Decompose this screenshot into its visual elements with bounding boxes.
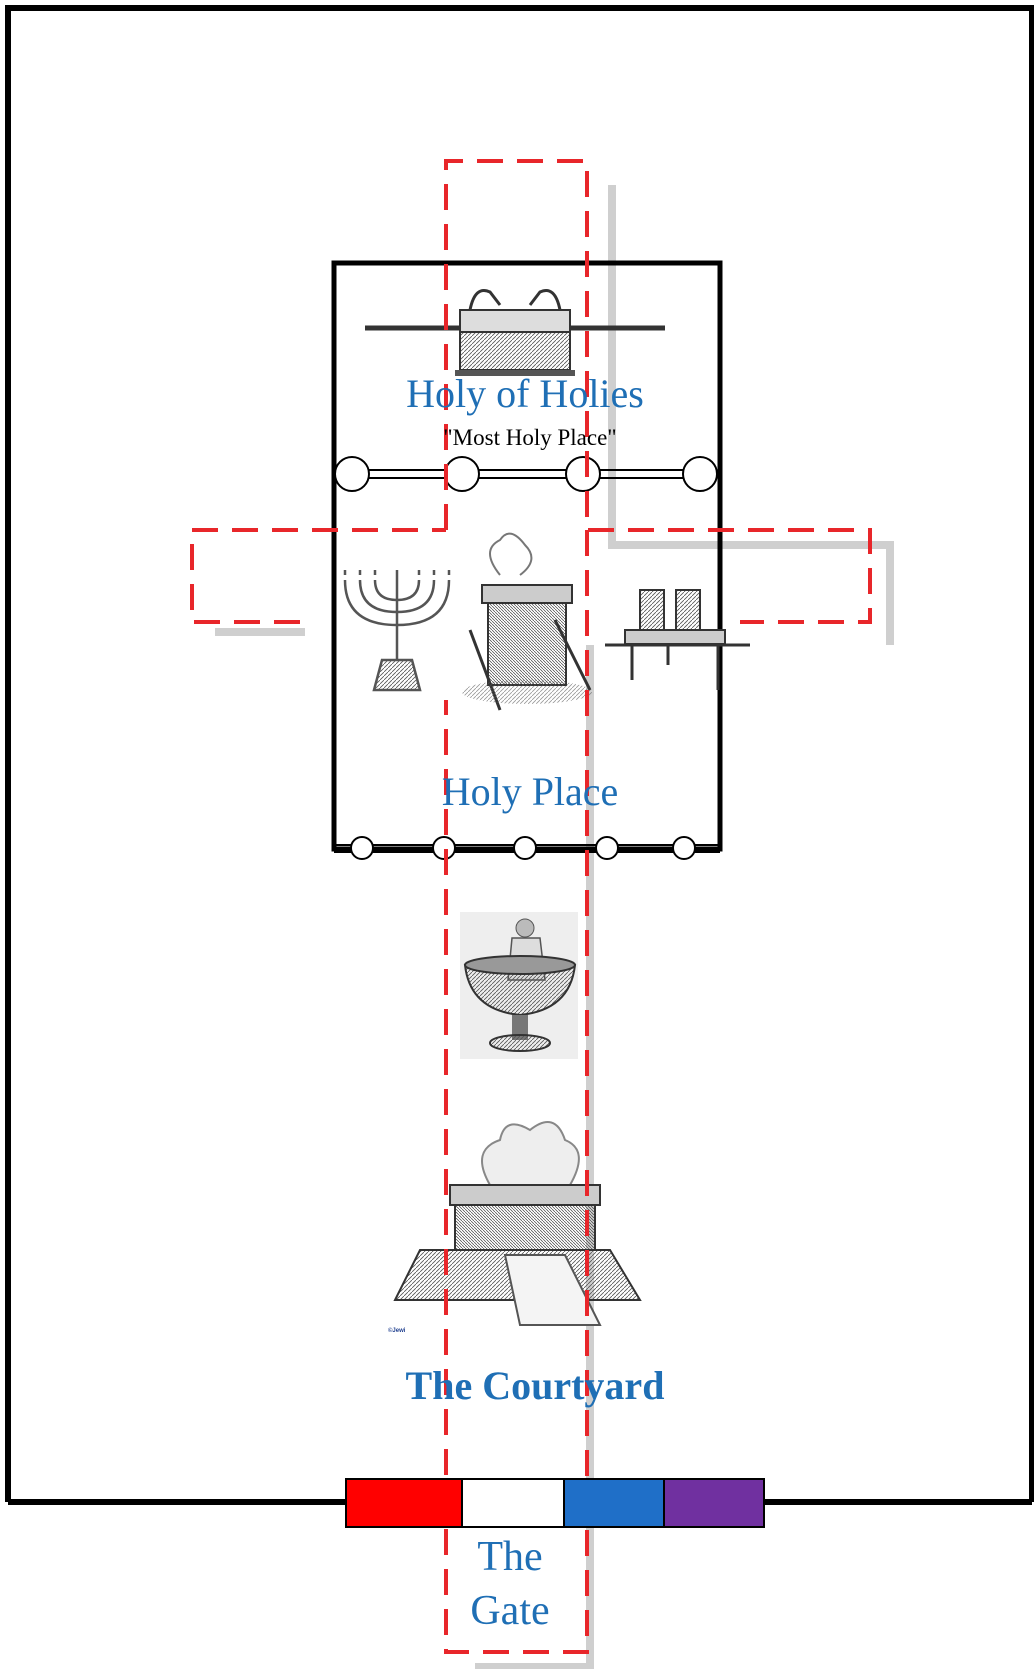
label-gate: The Gate <box>440 1530 580 1638</box>
label-most-holy-place: "Most Holy Place" <box>443 425 617 450</box>
gate-color-red <box>345 1478 463 1528</box>
label-holy-place: Holy Place <box>441 769 619 814</box>
veil-pillars <box>334 456 718 492</box>
table-of-showbread <box>605 589 750 690</box>
gate-color-white <box>461 1478 565 1528</box>
altar-of-incense <box>462 532 592 711</box>
label-holy-of-holies: Holy of Holies <box>406 371 644 416</box>
cross-shadow <box>215 185 894 1669</box>
gate-color-purple <box>663 1478 765 1528</box>
image-credit: ©Jewi <box>388 1328 406 1334</box>
label-gate-line1: The <box>477 1534 543 1580</box>
door-pillars <box>334 836 720 860</box>
bronze-laver <box>460 912 578 1059</box>
ark-of-the-covenant <box>365 289 665 376</box>
cross-outline <box>190 159 872 1654</box>
golden-lampstand <box>343 570 451 692</box>
label-courtyard: The Courtyard <box>405 1363 665 1408</box>
gate-curtain <box>345 1478 765 1528</box>
courtyard-wall <box>5 5 1034 1505</box>
gate-color-blue <box>563 1478 665 1528</box>
brazen-altar <box>393 1121 642 1326</box>
label-gate-line2: Gate <box>470 1588 550 1634</box>
